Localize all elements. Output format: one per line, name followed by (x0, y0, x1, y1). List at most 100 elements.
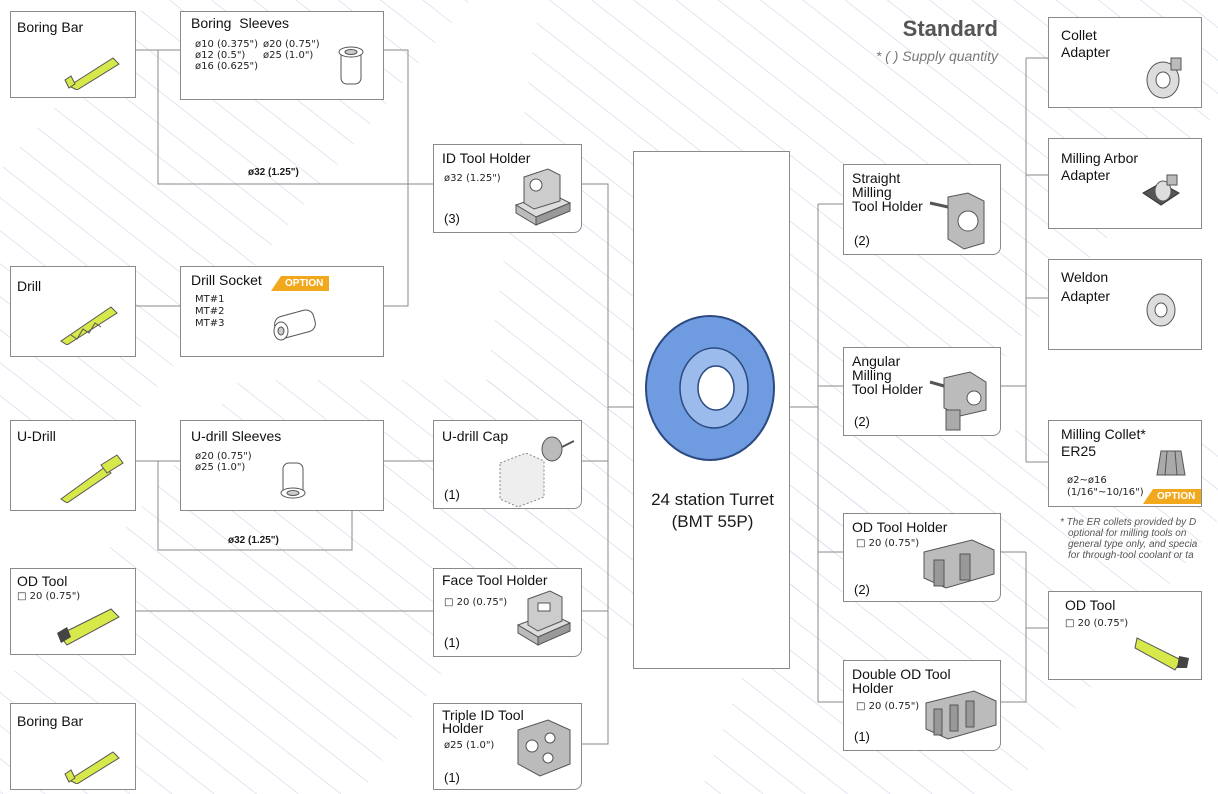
u-drill-icon (57, 453, 127, 503)
drill-icon (57, 299, 127, 345)
drill-box[interactable]: Drill (10, 266, 136, 357)
od-tool-right-spec: □ 20 (0.75") (1065, 618, 1128, 629)
drill-socket-title: Drill Socket (191, 273, 262, 288)
u-drill-box[interactable]: U-Drill (10, 420, 136, 511)
triple-id-qty: (1) (444, 770, 460, 785)
u-drill-label: U-Drill (17, 429, 56, 444)
u-drill-sleeves-box[interactable]: U-drill Sleeves ø20 (0.75") ø25 (1.0") (180, 420, 384, 511)
drill-socket-spec: MT#1 (195, 294, 224, 305)
milling-collet-spec: ø2~ø16 (1067, 475, 1107, 486)
boring-sleeves-title: Boring Sleeves (191, 16, 289, 31)
double-od-tool-holder-box[interactable]: Double OD Tool Holder □ 20 (0.75") (1) (843, 660, 1001, 751)
od-tool-icon (55, 605, 125, 649)
milling-arbor-title: Adapter (1061, 168, 1110, 183)
u-drill-cap-qty: (1) (444, 487, 460, 502)
straight-milling-qty: (2) (854, 233, 870, 248)
u-drill-sleeves-spec: ø20 (0.75") (195, 451, 252, 462)
id-tool-holder-title: ID Tool Holder (442, 151, 530, 166)
footnote-line: general type only, and specia (1068, 539, 1197, 550)
collet-adapter-title: Adapter (1061, 45, 1110, 60)
collet-adapter-title: Collet (1061, 28, 1097, 43)
milling-arbor-icon (1139, 173, 1185, 217)
double-od-title: Holder (852, 681, 893, 696)
od-tool-icon (1133, 628, 1193, 674)
collet-adapter-icon (1141, 54, 1187, 102)
double-od-tool-holder-icon (920, 689, 1000, 749)
weldon-adapter-icon (1141, 290, 1181, 330)
page-title: Standard (880, 16, 998, 42)
id-tool-holder-spec: ø32 (1.25") (444, 173, 501, 184)
milling-collet-spec: (1/16"~10/16") (1067, 487, 1144, 498)
face-tool-holder-icon (512, 585, 576, 649)
boring-bar-top-box[interactable]: Boring Bar (10, 11, 136, 98)
od-tool-left-label: OD Tool (17, 574, 67, 589)
turret-label: 24 station Turret (634, 490, 791, 510)
od-tool-holder-icon (918, 538, 998, 598)
turret-label: (BMT 55P) (634, 512, 791, 532)
drill-socket-spec: MT#2 (195, 306, 224, 317)
milling-collet-title: Milling Collet* (1061, 427, 1146, 442)
id-tool-holder-qty: (3) (444, 211, 460, 226)
drill-label: Drill (17, 279, 41, 294)
id-tool-holder-icon (510, 165, 574, 227)
od-tool-holder-box[interactable]: OD Tool Holder □ 20 (0.75") (2) (843, 513, 1001, 602)
boring-sleeves-spec: ø25 (1.0") (263, 50, 313, 61)
od-tool-left-spec: □ 20 (0.75") (17, 591, 80, 602)
milling-arbor-title: Milling Arbor (1061, 151, 1138, 166)
sleeve-icon (273, 457, 313, 503)
milling-collet-box[interactable]: Milling Collet* ER25 ø2~ø16 (1/16"~10/16… (1048, 420, 1202, 507)
boring-sleeves-spec: ø20 (0.75") (263, 39, 320, 50)
option-badge: OPTION (271, 276, 329, 291)
boring-bar-icon (63, 744, 123, 784)
milling-arbor-adapter-box[interactable]: Milling Arbor Adapter (1048, 138, 1202, 229)
double-od-qty: (1) (854, 729, 870, 744)
boring-sleeves-box[interactable]: Boring Sleeves ø10 (0.375") ø12 (0.5") ø… (180, 11, 384, 100)
face-tool-holder-box[interactable]: Face Tool Holder □ 20 (0.75") (1) (433, 568, 582, 657)
boring-bar-bottom-box[interactable]: Boring Bar (10, 703, 136, 790)
footnote-line: for through-tool coolant or ta (1068, 550, 1194, 561)
weldon-adapter-box[interactable]: Weldon Adapter (1048, 259, 1202, 350)
od-tool-holder-spec: □ 20 (0.75") (856, 538, 919, 549)
face-tool-holder-qty: (1) (444, 635, 460, 650)
triple-id-tool-holder-icon (508, 716, 578, 786)
od-tool-left-box[interactable]: OD Tool □ 20 (0.75") (10, 568, 136, 655)
drill-socket-icon (267, 303, 327, 349)
angular-milling-icon (924, 370, 994, 434)
angular-milling-qty: (2) (854, 414, 870, 429)
triple-id-tool-holder-box[interactable]: Triple ID Tool Holder ø25 (1.0") (1) (433, 703, 582, 790)
boring-bar-icon (63, 50, 123, 90)
footnote-line: * The ER collets provided by D (1060, 517, 1196, 528)
triple-id-spec: ø25 (1.0") (444, 740, 494, 751)
boring-bar-bottom-label: Boring Bar (17, 714, 83, 729)
weldon-adapter-title: Adapter (1061, 289, 1110, 304)
connector-label-top: ø32 (1.25") (248, 167, 299, 178)
option-badge: OPTION (1143, 489, 1201, 504)
milling-collet-title: ER25 (1061, 444, 1096, 459)
straight-milling-holder-box[interactable]: Straight Milling Tool Holder (2) (843, 164, 1001, 255)
collet-icon (1155, 447, 1187, 483)
turret-box[interactable]: 24 station Turret (BMT 55P) (633, 151, 790, 669)
id-tool-holder-box[interactable]: ID Tool Holder ø32 (1.25") (3) (433, 144, 582, 233)
triple-id-title: Holder (442, 721, 483, 736)
page-subtitle: * ( ) Supply quantity (800, 48, 998, 64)
weldon-adapter-title: Weldon (1061, 270, 1108, 285)
drill-socket-spec: MT#3 (195, 318, 224, 329)
boring-sleeves-spec: ø16 (0.625") (195, 61, 258, 72)
double-od-spec: □ 20 (0.75") (856, 701, 919, 712)
od-tool-holder-title: OD Tool Holder (852, 520, 947, 535)
angular-milling-holder-box[interactable]: Angular Milling Tool Holder (2) (843, 347, 1001, 436)
drill-socket-box[interactable]: Drill Socket OPTION MT#1 MT#2 MT#3 (180, 266, 384, 357)
straight-milling-title: Tool Holder (852, 199, 923, 214)
od-tool-holder-qty: (2) (854, 582, 870, 597)
sleeve-icon (331, 44, 371, 90)
u-drill-cap-box[interactable]: U-drill Cap (1) (433, 420, 582, 509)
angular-milling-title: Tool Holder (852, 382, 923, 397)
od-tool-right-title: OD Tool (1065, 598, 1115, 613)
connector-label-bottom: ø32 (1.25") (228, 535, 279, 546)
footnote-line: optional for milling tools on (1068, 528, 1186, 539)
u-drill-sleeves-spec: ø25 (1.0") (195, 462, 245, 473)
collet-adapter-box[interactable]: Collet Adapter (1048, 17, 1202, 108)
straight-milling-icon (926, 191, 996, 251)
od-tool-right-box[interactable]: OD Tool □ 20 (0.75") (1048, 591, 1202, 680)
